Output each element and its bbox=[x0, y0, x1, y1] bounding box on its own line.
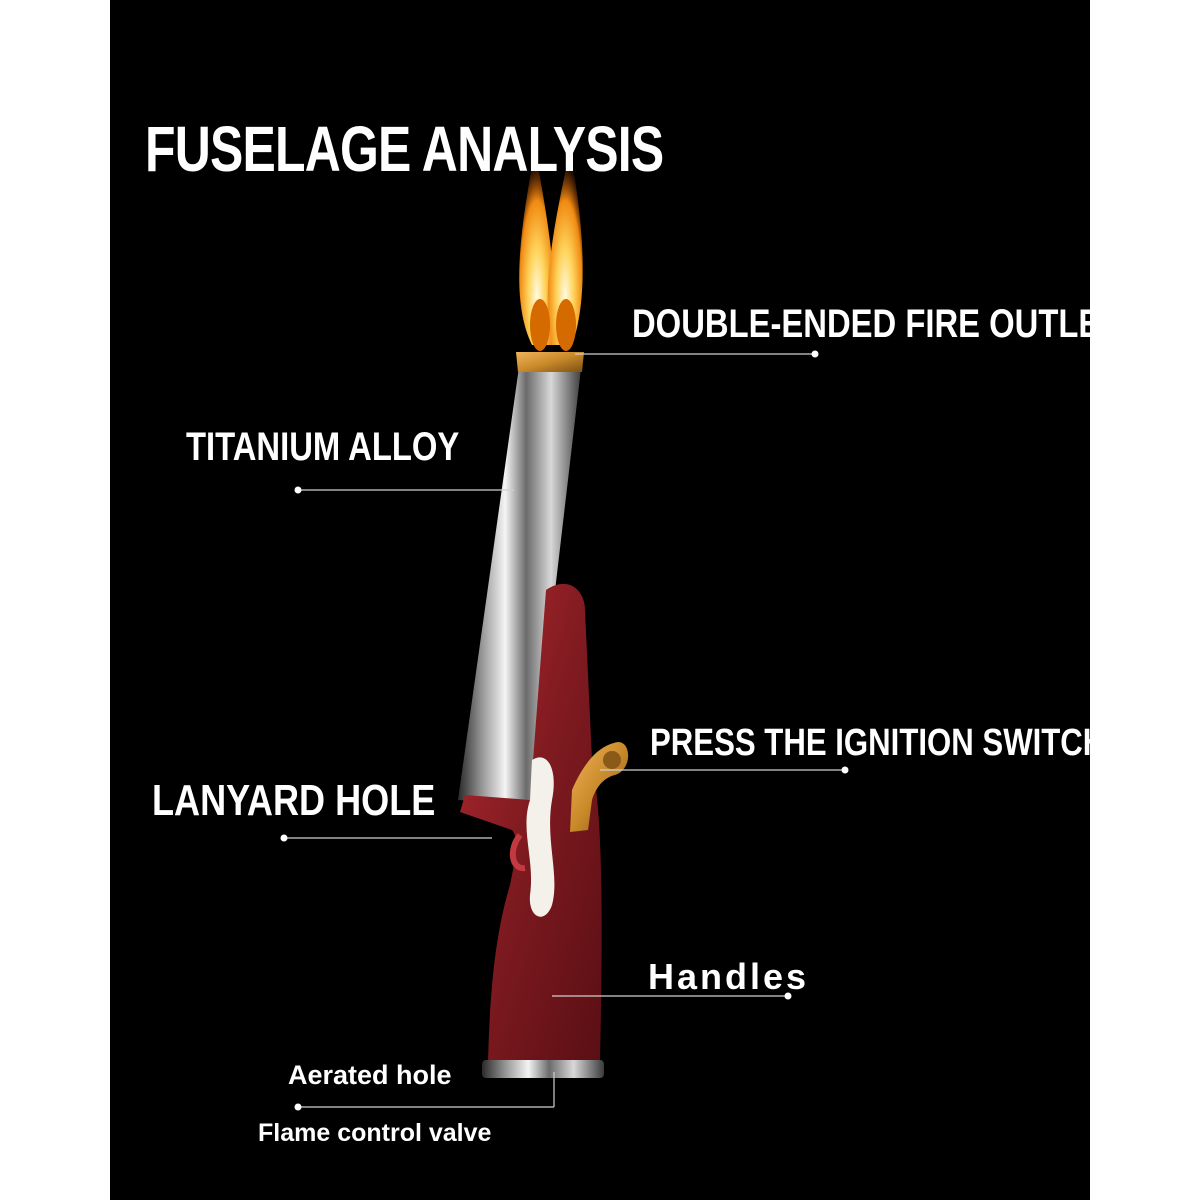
red-handle bbox=[460, 583, 604, 1078]
callout-fire-outlet: DOUBLE-ENDED FIRE OUTLET bbox=[632, 302, 1121, 346]
callout-aerated-hole: Aerated hole bbox=[288, 1060, 452, 1090]
ignition-switch-icon[interactable] bbox=[570, 742, 629, 832]
titanium-barrel bbox=[458, 352, 584, 805]
callout-lanyard-hole: LANYARD HOLE bbox=[152, 776, 436, 825]
flame-icon bbox=[519, 150, 583, 351]
callout-ignition-switch: PRESS THE IGNITION SWITCH bbox=[650, 722, 1106, 764]
flame-control-valve[interactable] bbox=[482, 1060, 604, 1078]
page-title: FUSELAGE ANALYSIS bbox=[145, 113, 664, 185]
callout-handles: Handles bbox=[648, 956, 810, 997]
callout-titanium-alloy: TITANIUM ALLOY bbox=[186, 425, 460, 469]
callout-flame-control-valve: Flame control valve bbox=[258, 1119, 492, 1147]
leader-lines bbox=[280, 350, 849, 1111]
